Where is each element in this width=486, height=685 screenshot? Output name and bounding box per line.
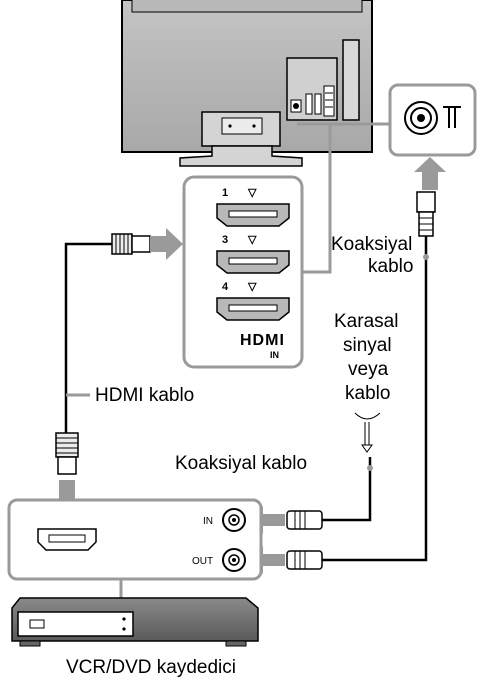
- hdmi-cable: [55, 233, 151, 475]
- coax-cable-recorder: [322, 412, 381, 522]
- tv-rear: [121, 0, 373, 167]
- coax-plug-in: [286, 510, 323, 530]
- coax-cable-antenna: [322, 191, 436, 562]
- hdmi-port-panel: 1 ▽ 3 ▽ 4 ▽ HDMI IN: [182, 175, 304, 369]
- terrestrial-signal-label-line3: veya: [348, 359, 389, 380]
- recorder-out-label: OUT: [192, 556, 213, 567]
- terrestrial-signal-label-line1: Karasal: [334, 311, 398, 332]
- coax-plug-out: [286, 550, 323, 570]
- antenna-icon: [443, 106, 461, 128]
- hdmi-logo-in: IN: [270, 350, 279, 360]
- hdmi-logo: HDMI: [240, 332, 285, 349]
- hdmi-cable-label: HDMI kablo: [95, 385, 194, 406]
- recorder-in-label: IN: [203, 516, 213, 527]
- hdmi-port-number-3: 3: [222, 234, 228, 246]
- recorder-rear-panel: IN OUT: [7, 498, 263, 581]
- hdmi-port-number-4: 4: [222, 281, 229, 293]
- coax-cable-label-line1: Koaksiyal: [331, 234, 412, 255]
- coax-cable-label-line2: kablo: [368, 256, 413, 277]
- recorder-device: [11, 597, 259, 647]
- antenna-socket: [388, 83, 477, 157]
- terrestrial-signal-label-line2: sinyal: [343, 335, 392, 356]
- arrow-right-icon: [150, 228, 183, 260]
- arrow-up-icon: [414, 157, 446, 190]
- port-marker-icon: ▽: [247, 281, 257, 293]
- port-marker-icon: ▽: [247, 234, 257, 246]
- coax-cable-bottom-label: Koaksiyal kablo: [175, 453, 307, 474]
- terrestrial-signal-label-line4: kablo: [345, 383, 390, 404]
- recorder-label: VCR/DVD kaydedici: [66, 657, 236, 678]
- hdmi-port-number-1: 1: [222, 187, 228, 199]
- port-marker-icon: ▽: [247, 187, 257, 199]
